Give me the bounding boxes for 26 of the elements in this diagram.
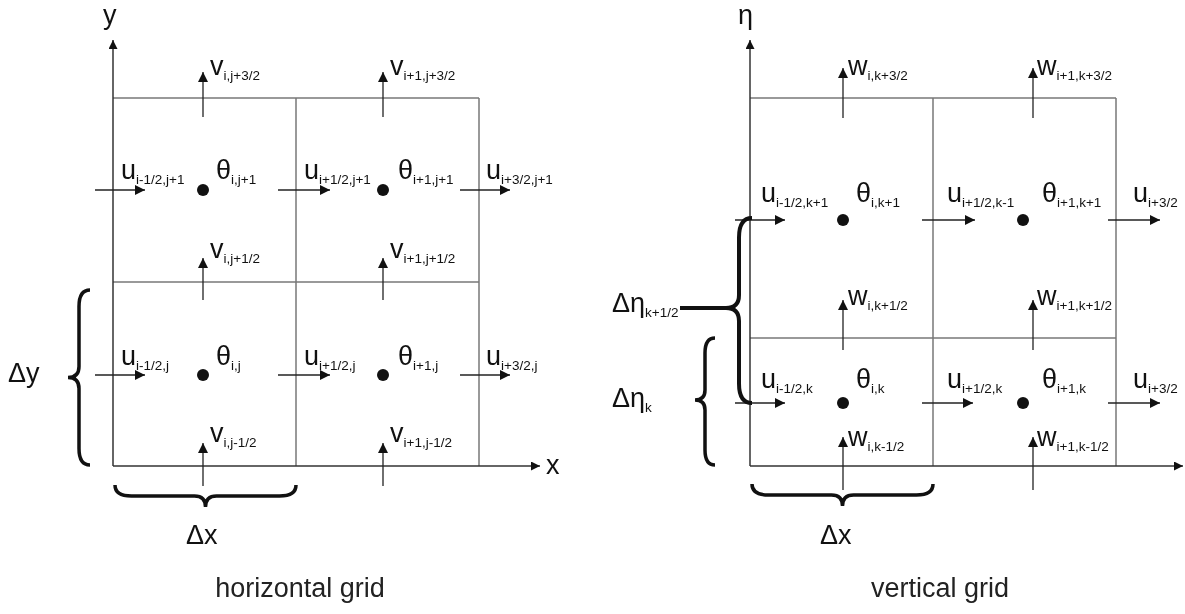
math-label: w$_{i+1,k+1/2}$ — [1037, 283, 1113, 310]
math-label: w$_{i+1,k-1/2}$ — [1037, 424, 1109, 451]
math-label: w$_{i,k-1/2}$ — [848, 424, 905, 451]
math-label: θ$_{i+1,k}$ — [1042, 366, 1086, 393]
axis-label: y — [103, 2, 117, 29]
math-label: w$_{i+1,k+3/2}$ — [1037, 53, 1113, 80]
dimension-label: Δη$_{k}$ — [612, 385, 652, 412]
math-label: u$_{i-1/2,k}$ — [761, 366, 813, 393]
math-label: θ$_{i,k}$ — [856, 366, 885, 393]
dimension-label: Δη$_{k+1/2}$ — [612, 290, 679, 317]
math-label: w$_{i,k+3/2}$ — [848, 53, 908, 80]
math-label: θ$_{i,k+1}$ — [856, 180, 900, 207]
caption: horizontal grid — [215, 575, 385, 602]
math-label: u$_{i+3/2}$ — [1133, 366, 1178, 393]
math-label: θ$_{i+1,k+1}$ — [1042, 180, 1102, 207]
math-label: u$_{i+3/2}$ — [1133, 180, 1178, 207]
math-label: u$_{i+1/2,k}$ — [947, 366, 1003, 393]
dimension-label: Δx — [820, 522, 852, 549]
math-label: u$_{i-1/2,k+1}$ — [761, 180, 829, 207]
dimension-label: Δy — [8, 360, 40, 387]
dimension-label: Δx — [186, 522, 218, 549]
axis-label: η — [738, 2, 754, 29]
axis-label: x — [546, 452, 560, 479]
math-label: w$_{i,k+1/2}$ — [848, 283, 908, 310]
caption: vertical grid — [871, 575, 1009, 602]
math-label: u$_{i+1/2,k-1}$ — [947, 180, 1015, 207]
